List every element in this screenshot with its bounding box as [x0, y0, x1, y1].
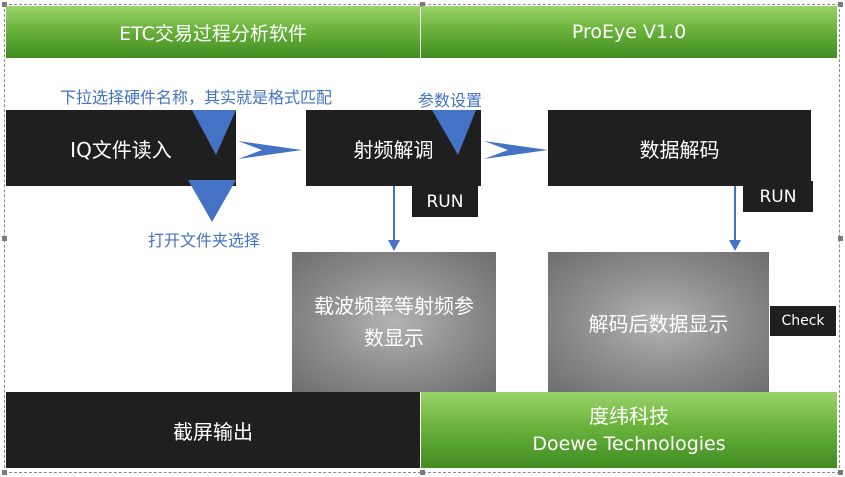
- header-title-right-text: ProEye V1.0: [571, 21, 687, 43]
- folder-callout-triangle: [188, 180, 236, 222]
- run-demod-button[interactable]: RUN: [412, 186, 478, 217]
- resize-handle-bottom-mid[interactable]: [420, 470, 425, 475]
- run-decode-label: RUN: [759, 186, 797, 207]
- decoded-data-display-panel: 解码后数据显示: [548, 252, 769, 392]
- dropdown-hint-note: 下拉选择硬件名称，其实就是格式匹配: [60, 88, 333, 107]
- data-decode-label: 数据解码: [639, 137, 720, 162]
- resize-handle-top-mid[interactable]: [420, 2, 425, 7]
- screenshot-output-label: 截屏输出: [173, 419, 253, 444]
- resize-handle-mid-left[interactable]: [2, 236, 7, 241]
- resize-handle-bottom-right[interactable]: [838, 470, 843, 475]
- decoded-data-display-label: 解码后数据显示: [588, 311, 729, 336]
- resize-handle-bottom-left[interactable]: [2, 470, 7, 475]
- resize-handle-top-right[interactable]: [838, 2, 843, 7]
- rf-demod-label: 射频解调: [353, 137, 434, 162]
- iq-file-read-block[interactable]: IQ文件读入: [6, 110, 236, 186]
- check-button[interactable]: Check: [770, 306, 836, 336]
- arrow-iq-to-demod: [238, 141, 302, 159]
- arrow-demod-to-decode: [484, 141, 548, 159]
- resize-handle-mid-right[interactable]: [838, 236, 843, 241]
- header-title-left: ETC交易过程分析软件: [6, 6, 420, 58]
- open-folder-note: 打开文件夹选择: [148, 231, 261, 250]
- header-title-left-text: ETC交易过程分析软件: [119, 22, 307, 45]
- dropdown-callout-triangle: [192, 110, 236, 155]
- check-label: Check: [781, 313, 825, 329]
- resize-handle-top-left[interactable]: [2, 2, 7, 7]
- arrow-demod-to-display-head: [388, 240, 400, 251]
- param-callout-triangle: [432, 110, 476, 155]
- header-title-right: ProEye V1.0: [421, 6, 837, 58]
- screenshot-output-button[interactable]: 截屏输出: [6, 392, 420, 468]
- company-name-en: Doewe Technologies: [532, 433, 726, 455]
- arrow-decode-to-display-head: [729, 240, 741, 251]
- data-decode-block[interactable]: 数据解码: [548, 110, 811, 186]
- run-decode-button[interactable]: RUN: [743, 181, 813, 212]
- rf-params-display-panel: 载波频率等射频参数显示: [292, 252, 496, 392]
- company-name-cn: 度纬科技: [589, 404, 669, 428]
- rf-params-display-label: 载波频率等射频参数显示: [314, 294, 474, 350]
- iq-file-read-label: IQ文件读入: [70, 137, 172, 162]
- company-footer: 度纬科技 Doewe Technologies: [421, 392, 837, 468]
- run-demod-label: RUN: [426, 191, 464, 212]
- param-settings-note: 参数设置: [418, 91, 483, 110]
